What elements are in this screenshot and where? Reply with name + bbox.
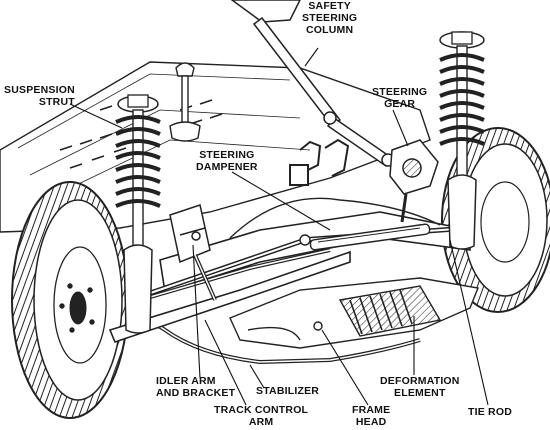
right-wheel	[441, 127, 550, 313]
leader-stabilizer	[249, 364, 265, 389]
leader-safety-steering-column	[304, 47, 319, 67]
leader-steering-dampener	[231, 171, 331, 231]
label-frame-head: FRAME HEAD	[352, 404, 391, 428]
label-idler-arm: IDLER ARM AND BRACKET	[156, 375, 236, 399]
leader-track-control-arm	[204, 319, 247, 406]
leader-steering-gear	[392, 109, 409, 147]
left-wheel	[11, 181, 129, 419]
gear-shift-lever	[169, 62, 201, 142]
leader-suspension-strut	[69, 103, 123, 129]
label-suspension-strut: SUSPENSION STRUT	[4, 84, 75, 108]
pedals	[289, 138, 350, 186]
steering-column	[230, 0, 395, 168]
label-stabilizer: STABILIZER	[256, 385, 320, 397]
label-safety-steering-column: SAFETY STEERING COLUMN	[302, 0, 358, 36]
idler-arm	[169, 204, 217, 301]
leader-tie-rod	[449, 239, 489, 406]
label-steering-dampener: STEERING DAMPENER	[196, 149, 258, 173]
left-suspension-strut	[115, 94, 161, 334]
label-tie-rod: TIE ROD	[468, 406, 512, 418]
label-steering-gear: STEERING GEAR	[372, 86, 428, 110]
steering-dampener	[309, 223, 431, 251]
right-suspension-strut	[439, 31, 485, 250]
label-track-control-arm: TRACK CONTROL ARM	[214, 404, 309, 428]
label-deformation-element: DEFORMATION ELEMENT	[380, 375, 460, 399]
steering-gear	[389, 139, 439, 223]
leader-idler-arm	[192, 244, 201, 379]
frame-head	[229, 277, 479, 349]
leader-lines	[69, 47, 489, 406]
leader-frame-head	[321, 329, 369, 406]
track-control-arm	[108, 248, 351, 343]
